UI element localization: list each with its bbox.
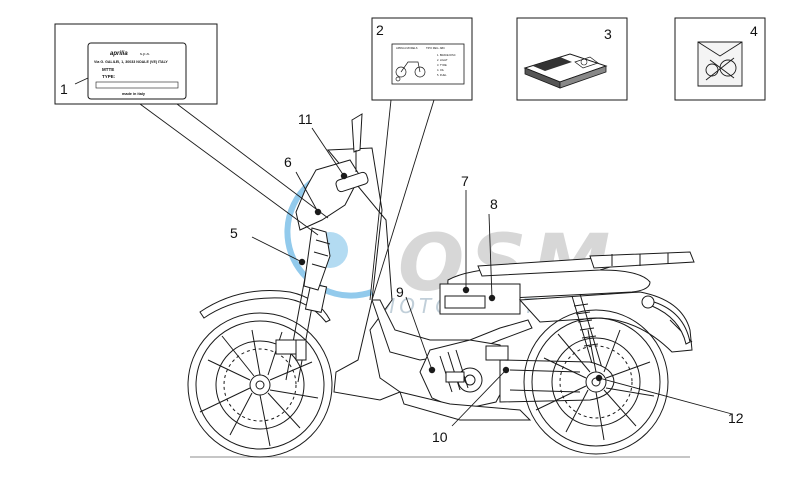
svg-text:TIPO REG. ABC: TIPO REG. ABC (426, 46, 445, 50)
plate-brand-suffix: s.p.a. (140, 51, 150, 56)
leader-lines (74, 77, 733, 427)
steering-column (303, 227, 331, 291)
plate-model: MTTE (102, 67, 114, 72)
callout-12: 12 (728, 410, 744, 426)
inset-box-2: APRILIA MODELS TIPO REG. ABC 1. BRAKE DI… (371, 17, 473, 101)
inset-box-4 (674, 17, 766, 101)
callout-8: 8 (490, 196, 498, 212)
callout-11: 11 (298, 111, 313, 127)
scooter-drawing (187, 113, 695, 458)
rear-mudguard (651, 301, 691, 345)
exhaust (399, 391, 532, 421)
svg-text:2. LIGHT: 2. LIGHT (437, 58, 448, 62)
svg-text:1. BRAKE DISC: 1. BRAKE DISC (437, 53, 456, 57)
headset (295, 159, 361, 231)
sticker-scooter-icon (395, 61, 426, 82)
plate-type: TYPE: (102, 74, 116, 79)
callout-7: 7 (461, 173, 469, 189)
callout-6: 6 (284, 154, 292, 170)
callout-2: 2 (376, 22, 384, 38)
floorboard (371, 299, 533, 361)
callout-9: 9 (396, 284, 404, 300)
svg-text:5. FUEL: 5. FUEL (437, 73, 447, 77)
rear-rack (589, 251, 695, 269)
toolkit-bag-icon (697, 41, 743, 87)
callout-10: 10 (432, 429, 448, 445)
front-wheel (187, 312, 333, 458)
callout-3: 3 (604, 26, 612, 42)
plate-field (95, 81, 179, 89)
sticker-text-lines: APRILIA MODELS TIPO REG. ABC 1. BRAKE DI… (396, 46, 456, 77)
leg-shield (326, 147, 402, 401)
mirror (351, 113, 363, 153)
rear-shock (571, 293, 603, 371)
inset-box-3 (516, 17, 628, 101)
callout-numbers: 1 2 3 4 5 6 7 8 9 10 11 12 (60, 22, 758, 445)
plate-brand: aprilia (110, 51, 128, 57)
plate-address: Via G. GALILEI, 1, 30033 NOALE (VE) ITAL… (94, 60, 168, 64)
info-sticker (391, 43, 465, 85)
engine (419, 339, 513, 411)
callout-4: 4 (750, 23, 758, 39)
svg-text:3. TYRE: 3. TYRE (437, 63, 447, 67)
callout-dots (298, 172, 603, 382)
manual-booklet-icon (523, 53, 608, 89)
inset-box-1: aprilia s.p.a. Via G. GALILEI, 1, 30033 … (54, 23, 218, 105)
front-mudguard (199, 290, 331, 323)
grip (335, 171, 369, 193)
plate-origin: made in italy (122, 92, 146, 96)
rear-wheel (523, 309, 669, 455)
callout-1: 1 (60, 81, 68, 97)
svg-text:4. OIL: 4. OIL (437, 68, 445, 72)
svg-text:APRILIA MODELS: APRILIA MODELS (396, 46, 418, 50)
tail-light (641, 295, 655, 309)
callout-5: 5 (230, 225, 238, 241)
